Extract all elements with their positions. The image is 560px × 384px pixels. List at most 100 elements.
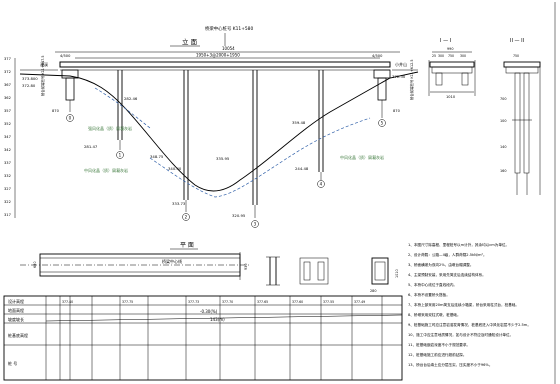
span-formula-dim: 1950+3@2000+1950 [196,53,240,58]
section2-height: 100 [500,119,506,123]
elevation-callout: 372.80 [22,83,36,88]
rock-boundary-lower [149,117,371,198]
table-value: 377.49 [354,300,365,304]
table-row-label: 桩基底高程 [8,332,28,338]
right-abutment [373,69,391,118]
scale-tick-label: 362 [4,96,11,100]
total-length-dim: 10054 [222,46,235,51]
note-line: 13、桥台台后填土应分层压实，压实度不小于96%。 [408,362,492,367]
design-notes: 1、本图尺寸除高程、里程桩号以m计外，其余均以cm为单位。 2、设计荷载：公路—… [408,242,531,367]
pile-cap-detail-2 [299,257,329,285]
profile-table: 设计高程 地面高程 坡度坡长 桩基底高程 桩 号 -0.30(%) 143(m)… [3,295,403,381]
note-line: 10、施工中应注意地质情况，如与设计不符应及时通知设计单位。 [408,332,513,337]
pier-number: 2 [185,215,188,220]
plan-dim: 680 [33,262,37,268]
section2-dim: 750 [513,54,519,58]
station-ticks [59,296,383,380]
section2-height: 140 [500,145,506,149]
section1-dim: 990 [447,47,453,51]
elevation-callout: 359.48 [292,120,306,125]
dim-870-left: 870 [52,109,60,113]
note-line: 1、本图尺寸除高程、里程桩号以m计外，其余均以cm为单位。 [408,242,509,247]
note-line: 7、本桥上部采用20m简支后连续小箱梁，桥台采用柱式台，桩基础。 [408,302,519,307]
right-abutment-chainage: 桥台前端桩号 K11+612.5 [409,59,414,100]
elevation-callout: 335.95 [216,156,230,161]
scale-tick-label: 337 [4,161,11,165]
table-row-label: 桩 号 [8,360,17,366]
detail-dim: 280 [370,289,376,293]
scale-tick-label: 372 [4,70,11,74]
section1-title: I — I [440,38,451,44]
table-value: 377.70 [222,300,233,304]
pier-4 [318,70,324,180]
plan-title: 平 面 [180,242,194,249]
plan-dim: 930 [244,264,248,270]
cross-section-1: I — I 990 25 300 750 300 1010 [428,38,476,99]
plan-centerline-label: 桥梁中心线 [162,258,182,264]
left-side-label: 漫溪 [40,61,48,67]
section1-width: 1010 [446,95,456,99]
table-row-label: 坡度坡长 [8,316,24,322]
pier-number: 5 [381,121,384,126]
note-line: 5、本桥中心线位于直线段内。 [408,282,457,287]
scale-tick-label: 357 [4,109,11,113]
elevation-callout: 348.75 [150,154,164,159]
section1-dim: 750 [448,54,454,58]
elevation-callout: 281.47 [84,144,98,149]
rock-boundary-upper [94,87,151,129]
section2-title: II — II [510,38,524,44]
detail-dim: 1010 [395,269,399,278]
section1-dim: 25 [432,54,436,58]
note-line: 3、桥面横坡为双向2%，由墩台帽调整。 [408,262,474,267]
note-line: 11、桩基础嵌岩深度不小于规范要求。 [408,342,470,347]
elevation-callout: 333.73 [172,201,186,206]
note-line: 2、设计荷载：公路—II级，人群荷载2.5kN/m²。 [408,252,487,257]
table-value: 377.73 [188,300,199,304]
note-line: 8、桥墩采用双柱式墩，桩基础。 [408,312,461,317]
note-line: 4、主梁预制安装，采用先简支后连续结构体系。 [408,272,486,277]
elevation-callout: 372.30 [392,74,406,79]
note-line: 9、桩基础施工时应注意岩溶发育情况，桩基底进入中风化岩层不少于2.5m。 [408,322,531,327]
rock-label-upper: 强风化晶（质）屑凝灰岩 [88,125,132,131]
section2-height: 160 [500,169,506,173]
note-line: 6、本桥不设置桥头搭板。 [408,292,450,297]
section1-dim: 300 [438,54,444,58]
scale-tick-label: 322 [4,200,11,204]
rock-label-right: 中风化晶（质）屑凝灰岩 [340,154,384,160]
pier-2 [183,70,189,212]
pile-cap-detail-1 [266,256,280,286]
elevation-callout: 244.48 [295,166,309,171]
table-value: 377.55 [323,300,334,304]
scale-tick-label: 327 [4,187,11,191]
scale-tick-label: 342 [4,148,11,152]
plan-view: 平 面 桥梁中心线 680 930 [20,242,250,280]
pile-cap-detail-3: 1010 280 [370,257,399,293]
cross-section-2: II — II 750 700 100 140 160 [500,38,541,195]
rock-label-left: 中风化晶（质）屑凝灰岩 [84,167,128,173]
scale-tick-label: 317 [4,213,11,217]
elevation-scale: 377 372 367 362 357 352 347 342 337 332 … [4,57,16,218]
scale-tick-label: 377 [4,57,11,61]
table-slope: -0.30(%) [200,309,218,314]
scale-tick-label: 347 [4,135,11,139]
ground-profile-line [19,71,419,192]
elevation-callout: 320.95 [232,213,246,218]
pier-3 [252,70,258,218]
note-line: 12、桩基础施工前应进行超前钻探。 [408,352,466,357]
left-abutment [61,69,79,112]
pier-number: 1 [119,153,122,158]
elevation-callout: 282.46 [124,96,138,101]
section2-height: 700 [500,97,506,101]
pier-number: 4 [320,182,323,187]
elevation-callout: 340.40 [168,166,182,171]
dim-870-right: 870 [393,109,401,113]
table-row-label: 设计高程 [8,298,24,304]
elevation-callout: 373.800 [22,76,38,81]
bridge-deck [59,61,391,68]
table-slope-length: 143(m) [210,317,225,322]
table-value: 377.60 [292,300,303,304]
pier-1 [117,70,123,150]
bridge-center-label: 桥梁中心桩号 K11+580 [205,25,253,32]
left-abutment-chainage: 桥台前端桩号 K11+547.5 [40,55,45,96]
